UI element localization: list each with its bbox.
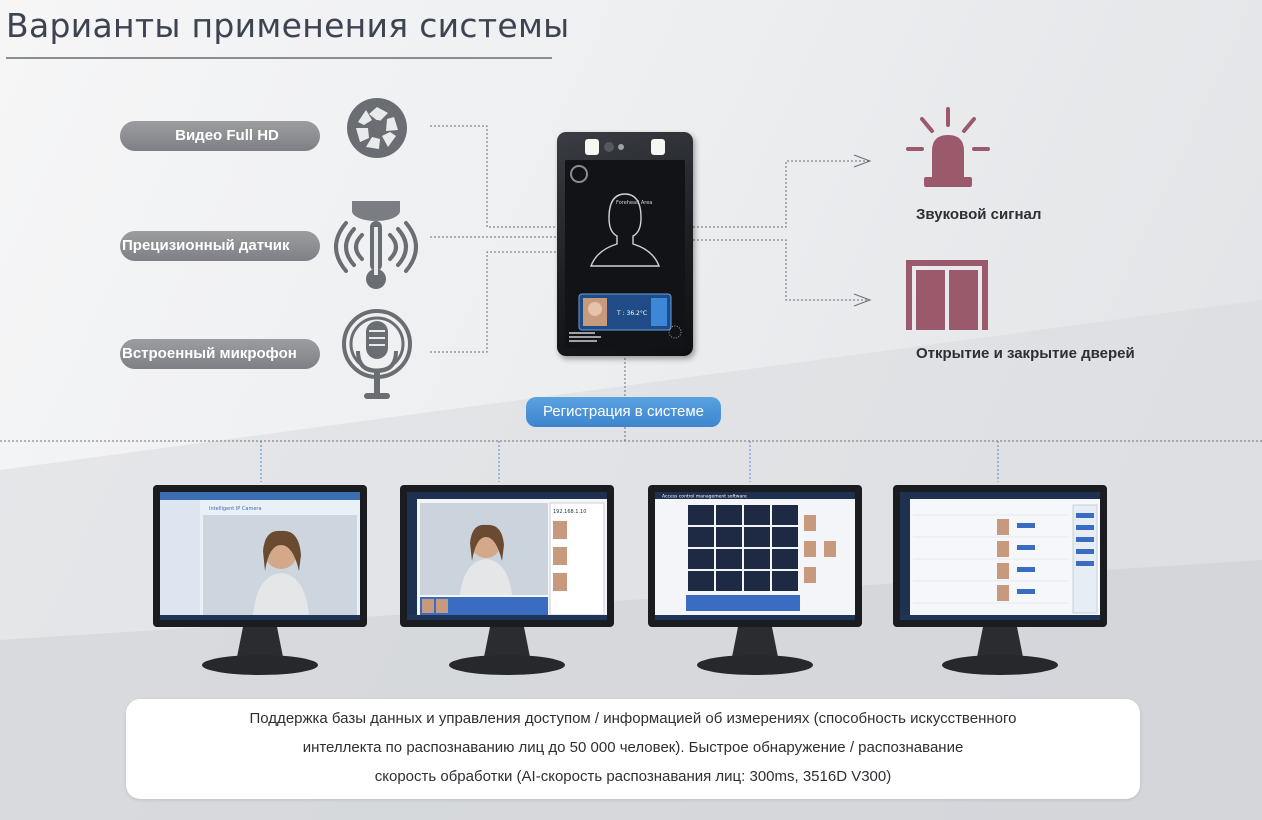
monitor-1-graphic: Intelligent IP Camera [153, 485, 367, 675]
monitor-4-graphic [893, 485, 1107, 675]
footer-description: Поддержка базы данных и управления досту… [126, 699, 1140, 799]
thermometer-sensor-icon [334, 201, 418, 289]
footer-line-3: скорость обработки (AI-скорость распозна… [374, 768, 892, 785]
input-label-microphone: Встроенный микрофон [122, 345, 297, 362]
input-pill-microphone: Встроенный микрофон [120, 339, 320, 369]
terminal-temp: T : 36.2°C [616, 310, 647, 317]
input-label-video: Видео Full HD [175, 127, 279, 144]
input-label-sensor: Прецизионный датчик [122, 237, 290, 254]
footer-line-2: интеллекта по распознаванию лиц до 50 00… [302, 739, 964, 756]
monitor-video-software: Intelligent IP Camera [153, 485, 367, 685]
monitor-2-panel: 192.168.1.10 [553, 509, 586, 515]
monitor-2-graphic: 192.168.1.10 [400, 485, 614, 675]
monitor-3-graphic: Access control management software [648, 485, 862, 675]
page-title: Варианты применения системы [6, 6, 570, 45]
monitor-1-title: Intelligent IP Camera [209, 506, 262, 512]
output-label-door: Открытие и закрытие дверей [916, 345, 1135, 362]
monitor-3-title: Access control management software [662, 494, 747, 500]
terminal-forehead: Forehead Area [616, 200, 652, 206]
monitor-face-capture: 192.168.1.10 [400, 485, 614, 685]
alarm-siren-icon [906, 107, 990, 187]
output-label-alarm: Звуковой сигнал [916, 206, 1042, 223]
input-pill-video: Видео Full HD [120, 121, 320, 151]
monitor-access-control: Access control management software [648, 485, 862, 685]
face-recognition-terminal-icon: T : 36.2°C Forehead Area [557, 132, 693, 356]
footer-line-1: Поддержка базы данных и управления досту… [249, 710, 1017, 727]
double-door-icon [906, 260, 988, 330]
camera-shutter-icon [347, 98, 407, 158]
title-underline [6, 57, 552, 59]
registration-badge: Регистрация в системе [526, 397, 721, 427]
input-pill-sensor: Прецизионный датчик [120, 231, 320, 261]
microphone-icon [342, 309, 412, 399]
monitor-database-table [893, 485, 1107, 685]
terminal-screen: T : 36.2°C Forehead Area [565, 139, 685, 348]
